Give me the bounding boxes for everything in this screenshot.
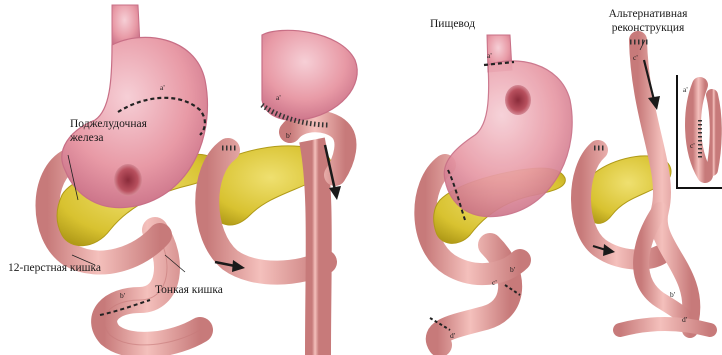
- label-alternative-line2: реконструкция: [596, 22, 700, 36]
- panel-esophagus-view: a' c' b' d': [425, 35, 572, 345]
- label-alternative-reconstruction: Альтернативная реконструкция: [596, 8, 700, 36]
- label-pancreas: Поджелудочная железа: [70, 118, 180, 146]
- tumor-3: [505, 85, 531, 115]
- inset-limb-2: [712, 95, 716, 170]
- marker-c3: c': [492, 278, 497, 287]
- marker-d3: d': [450, 331, 456, 340]
- panel-reconstruction: a' b': [207, 30, 357, 355]
- intestine-tail-4: [620, 324, 710, 330]
- marker-c4: c': [633, 53, 638, 62]
- tumor: [114, 164, 142, 196]
- marker-c4-inset: c': [690, 141, 695, 150]
- label-small-intestine: Тонкая кишка: [155, 284, 223, 298]
- inset-limb: [693, 85, 705, 175]
- marker-b1: b': [120, 291, 126, 300]
- marker-b2: b': [286, 131, 292, 140]
- marker-d4: d': [682, 315, 688, 324]
- panel-alternative-reconstruction: c' b' d' a' c': [581, 40, 722, 330]
- stomach-remnant: [262, 30, 357, 120]
- label-alternative-line1: Альтернативная: [596, 8, 700, 22]
- marker-a4: a': [683, 85, 688, 94]
- marker-a3: a': [487, 51, 492, 60]
- marker-a2: a': [276, 93, 281, 102]
- label-esophagus: Пищевод: [430, 18, 475, 32]
- marker-a1: a': [160, 83, 165, 92]
- marker-b3: b': [510, 265, 516, 274]
- jejunal-limb-2: [312, 140, 319, 355]
- stomach-3: [444, 61, 572, 217]
- marker-b4: b': [670, 290, 676, 299]
- label-duodenum: 12-перстная кишка: [8, 262, 101, 276]
